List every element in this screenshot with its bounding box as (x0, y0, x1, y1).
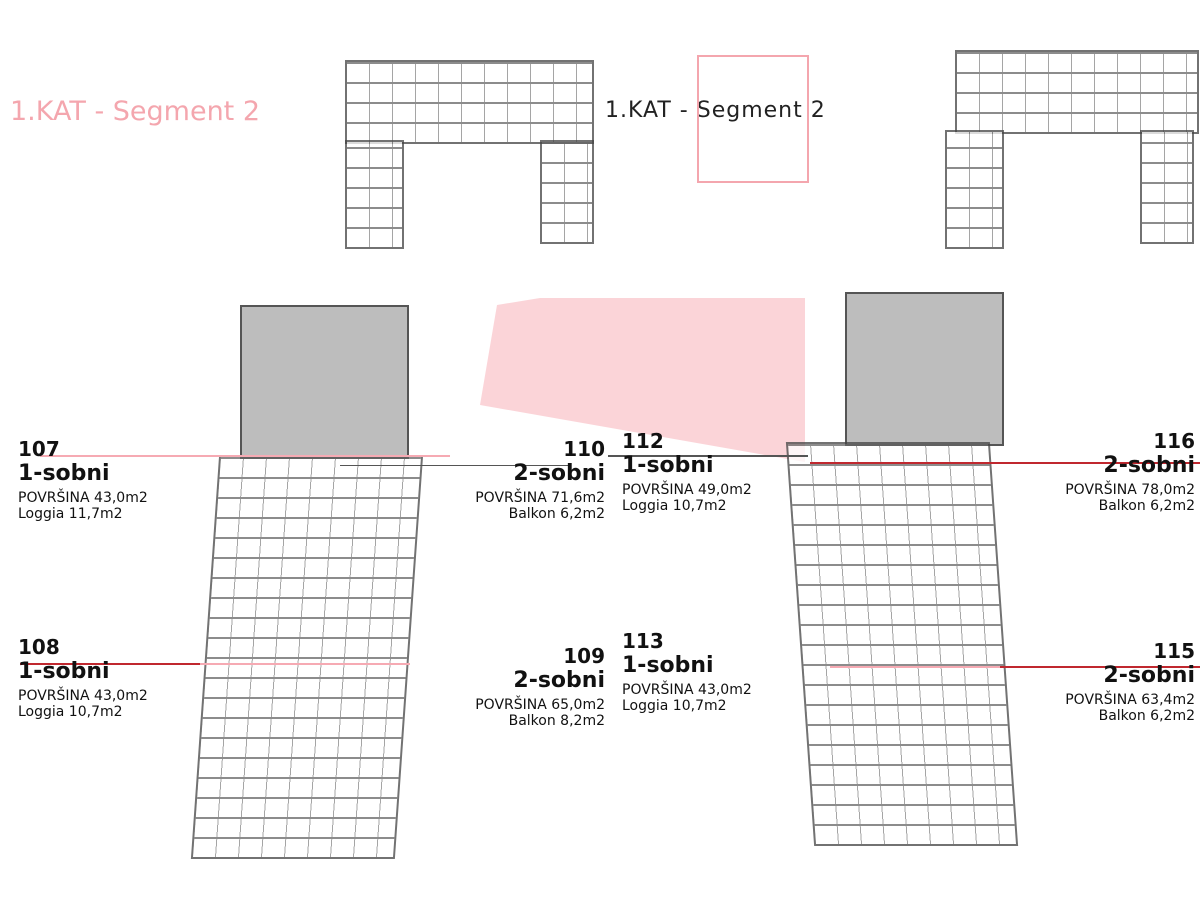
unit-extra: Loggia 10,7m2 (622, 698, 727, 715)
divider-112 (608, 455, 808, 457)
unit-number: 107 (18, 437, 60, 461)
floor-plan-right-shaded (845, 292, 1004, 446)
unit-extra: Loggia 10,7m2 (622, 498, 727, 515)
unit-type: 2-sobni (1103, 453, 1195, 478)
arrow-108-ext (200, 663, 410, 665)
unit-type: 2-sobni (513, 461, 605, 486)
unit-label-107: 107 1-sobni POVRŠINA 43,0m2 Loggia 11,7m… (18, 437, 148, 523)
unit-number: 116 (1153, 429, 1195, 453)
unit-extra: Loggia 10,7m2 (18, 704, 123, 721)
unit-label-113: 113 1-sobni POVRŠINA 43,0m2 Loggia 10,7m… (622, 629, 752, 715)
unit-label-108: 108 1-sobni POVRŠINA 43,0m2 Loggia 10,7m… (18, 635, 148, 721)
unit-extra: Balkon 6,2m2 (1098, 708, 1195, 725)
arrow-115 (1000, 666, 1200, 668)
unit-type: 1-sobni (622, 453, 714, 478)
unit-area: POVRŠINA 65,0m2 (475, 697, 605, 714)
unit-label-116: 116 2-sobni POVRŠINA 78,0m2 Balkon 6,2m2 (1065, 429, 1195, 515)
unit-area: POVRŠINA 71,6m2 (475, 490, 605, 507)
unit-type: 1-sobni (18, 461, 110, 486)
arrow-113 (830, 666, 1000, 668)
key-plan-right-wing (945, 130, 1004, 249)
key-plan-right-top (955, 50, 1199, 134)
highlight-box (697, 55, 809, 183)
unit-area: POVRŠINA 63,4m2 (1065, 692, 1195, 709)
key-plan-left-wing (345, 140, 404, 249)
key-plan-right-right-wing (1140, 130, 1194, 244)
unit-number: 108 (18, 635, 60, 659)
left-title: 1.KAT - Segment 2 (10, 96, 261, 127)
divider-110 (340, 465, 570, 466)
unit-type: 1-sobni (18, 659, 110, 684)
unit-extra: Balkon 6,2m2 (1098, 498, 1195, 515)
unit-number: 109 (563, 644, 605, 668)
unit-area: POVRŠINA 49,0m2 (622, 482, 752, 499)
unit-type: 1-sobni (622, 653, 714, 678)
unit-number: 113 (622, 629, 664, 653)
unit-label-115: 115 2-sobni POVRŠINA 63,4m2 Balkon 6,2m2 (1065, 639, 1195, 725)
arrow-107 (40, 455, 450, 457)
unit-label-110: 110 2-sobni POVRŠINA 71,6m2 Balkon 6,2m2 (475, 437, 605, 523)
floor-plan-right (785, 442, 1019, 846)
unit-area: POVRŠINA 78,0m2 (1065, 482, 1195, 499)
floor-plan-left (190, 455, 424, 859)
right-title: 1.KAT - Segment 2 (605, 98, 826, 123)
unit-label-112: 112 1-sobni POVRŠINA 49,0m2 Loggia 10,7m… (622, 429, 752, 515)
unit-area: POVRŠINA 43,0m2 (622, 682, 752, 699)
arrow-108 (20, 663, 200, 665)
unit-type: 2-sobni (513, 668, 605, 693)
unit-type: 2-sobni (1103, 663, 1195, 688)
unit-label-109: 109 2-sobni POVRŠINA 65,0m2 Balkon 8,2m2 (475, 644, 605, 730)
floor-plan-left-shaded (240, 305, 409, 459)
unit-area: POVRŠINA 43,0m2 (18, 490, 148, 507)
unit-number: 115 (1153, 639, 1195, 663)
unit-number: 112 (622, 429, 664, 453)
unit-extra: Balkon 8,2m2 (508, 713, 605, 730)
key-plan-left-top (345, 60, 594, 144)
unit-extra: Loggia 11,7m2 (18, 506, 123, 523)
unit-area: POVRŠINA 43,0m2 (18, 688, 148, 705)
unit-number: 110 (563, 437, 605, 461)
unit-extra: Balkon 6,2m2 (508, 506, 605, 523)
arrow-116 (810, 462, 1200, 464)
key-plan-left-right-wing (540, 140, 594, 244)
